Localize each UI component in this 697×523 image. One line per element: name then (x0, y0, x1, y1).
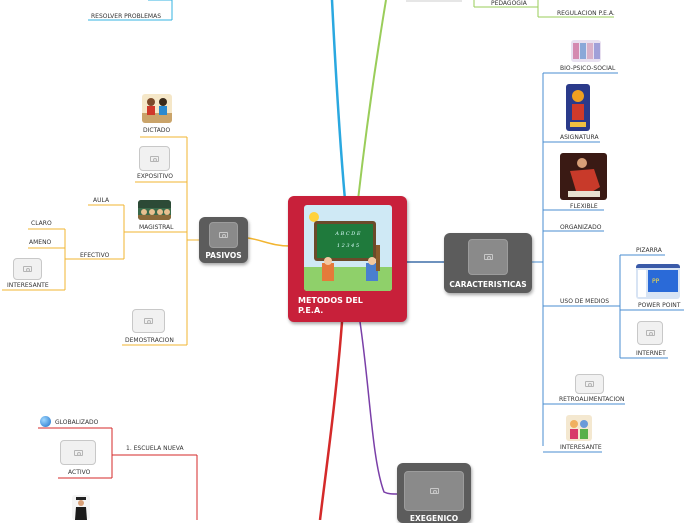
demostracion-image-placeholder (132, 309, 165, 333)
pasivos-node[interactable]: PASIVOS (199, 217, 248, 263)
camera-icon (144, 318, 153, 324)
activo-label[interactable]: ACTIVO (68, 469, 91, 476)
expositivo-image-placeholder (139, 146, 170, 171)
uso-de-medios-label[interactable]: USO DE MEDIOS (560, 298, 610, 305)
pasivos-image-placeholder (209, 222, 238, 248)
asignatura-image (566, 84, 590, 131)
interesante-image (566, 415, 592, 441)
interesante-label-left[interactable]: INTERESANTE (7, 282, 49, 289)
camera-icon (585, 381, 594, 387)
caracteristicas-node[interactable]: CARACTERISTICAS (444, 233, 532, 293)
globe-icon (40, 416, 51, 427)
board-text-2: 1 2 3 4 5 (336, 243, 360, 249)
flexible-image (560, 153, 607, 200)
escuela-nueva-label[interactable]: 1. ESCUELA NUEVA (126, 445, 184, 452)
asignatura-label[interactable]: ASIGNATURA (560, 134, 599, 141)
magistral-image (138, 200, 171, 220)
caracteristicas-title: CARACTERISTICAS (449, 280, 527, 289)
center-node[interactable]: A B C D E 1 2 3 4 5 METODOS DEL P.E.A. (288, 196, 407, 322)
aula-label[interactable]: AULA (93, 197, 110, 204)
globalizado-label[interactable]: GLOBALIZADO (55, 419, 99, 426)
pasivos-title: PASIVOS (205, 251, 242, 260)
cropped-node-edge (406, 0, 462, 2)
power-point-label[interactable]: POWER POINT (638, 302, 681, 309)
svg-text:PP: PP (652, 278, 660, 285)
interesante-label-right[interactable]: INTERESANTE (560, 444, 602, 451)
camera-icon (429, 488, 439, 494)
board-text-1: A B C D E (335, 231, 361, 237)
camera-icon (150, 155, 159, 162)
center-title-line2: P.E.A. (298, 306, 324, 315)
dictado-label[interactable]: DICTADO (143, 127, 171, 134)
regulacion-pea-label[interactable]: REGULACION P.E.A. (557, 10, 615, 17)
dictado-image (142, 94, 172, 123)
graduate-image (72, 495, 90, 520)
exegenico-title: EXEGENICO (409, 514, 459, 523)
pizarra-label[interactable]: PIZARRA (636, 247, 662, 254)
activo-image-placeholder (60, 440, 96, 465)
pedagogia-label[interactable]: PEDAGOGIA (491, 0, 527, 7)
interesante-image-placeholder (13, 258, 42, 280)
ameno-label[interactable]: AMENO (29, 239, 52, 246)
expositivo-label[interactable]: EXPOSITIVO (137, 173, 173, 180)
internet-image-placeholder (637, 321, 663, 345)
retroalimentacion-image-placeholder (575, 374, 604, 394)
exegenico-node[interactable]: EXEGENICO (397, 463, 471, 523)
claro-label[interactable]: CLARO (31, 220, 52, 227)
camera-icon (73, 449, 83, 456)
classroom-board-image: A B C D E 1 2 3 4 5 (304, 205, 392, 291)
retroalimentacion-label[interactable]: RETROALIMENTACION (559, 396, 625, 403)
power-point-image: PP (636, 264, 680, 299)
organizado-label[interactable]: ORGANIZADO (560, 224, 602, 231)
camera-icon (483, 254, 493, 260)
camera-icon (219, 232, 228, 238)
resolver-problemas-label[interactable]: RESOLVER PROBLEMAS (91, 13, 161, 20)
magistral-label[interactable]: MAGISTRAL (139, 224, 174, 231)
flexible-label[interactable]: FLEXIBLE (570, 203, 598, 210)
camera-icon (23, 266, 32, 272)
bio-psico-social-label[interactable]: BIO-PSICO-SOCIAL (560, 65, 616, 72)
center-title-line1: METODOS DEL (298, 296, 363, 305)
exegenico-image-placeholder (404, 471, 464, 511)
internet-label[interactable]: INTERNET (636, 350, 666, 357)
caracteristicas-image-placeholder (468, 239, 508, 275)
bio-psico-social-image (571, 40, 601, 62)
efectivo-label[interactable]: EFECTIVO (80, 252, 110, 259)
demostracion-label[interactable]: DEMOSTRACION (125, 337, 174, 344)
camera-icon (645, 330, 655, 336)
